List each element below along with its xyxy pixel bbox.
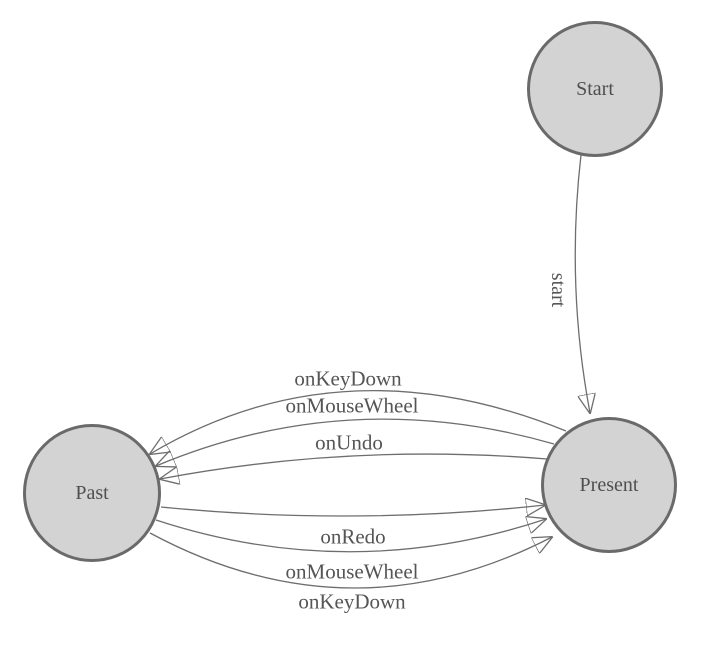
state-node-present-label: Present bbox=[579, 474, 639, 496]
edge-label-onmousewheel-to-present: onMouseWheel bbox=[285, 559, 419, 584]
edge-past-to-present-onmousewheel bbox=[155, 519, 546, 553]
edge-present-to-past-onkeydown bbox=[150, 389, 567, 454]
state-node-past-label: Past bbox=[75, 482, 109, 504]
edge-label-onkeydown-to-present: onKeyDown bbox=[298, 589, 406, 614]
state-node-start: Start bbox=[527, 21, 663, 157]
state-node-present: Present bbox=[541, 417, 677, 553]
edge-start-to-present bbox=[574, 154, 590, 413]
edge-past-to-present-onredo bbox=[160, 505, 545, 517]
edge-past-to-present-onkeydown bbox=[149, 532, 552, 589]
edge-present-to-past-onundo bbox=[160, 453, 548, 479]
edge-label-onundo: onUndo bbox=[315, 430, 383, 455]
edge-label-onkeydown-to-past: onKeyDown bbox=[294, 366, 402, 391]
edge-label-onmousewheel-to-past: onMouseWheel bbox=[285, 393, 419, 418]
state-node-past: Past bbox=[23, 424, 161, 562]
edge-present-to-past-onmousewheel bbox=[156, 418, 555, 466]
edge-label-start: start bbox=[547, 272, 569, 308]
state-node-start-label: Start bbox=[576, 78, 614, 100]
edge-label-onredo: onRedo bbox=[320, 524, 386, 549]
